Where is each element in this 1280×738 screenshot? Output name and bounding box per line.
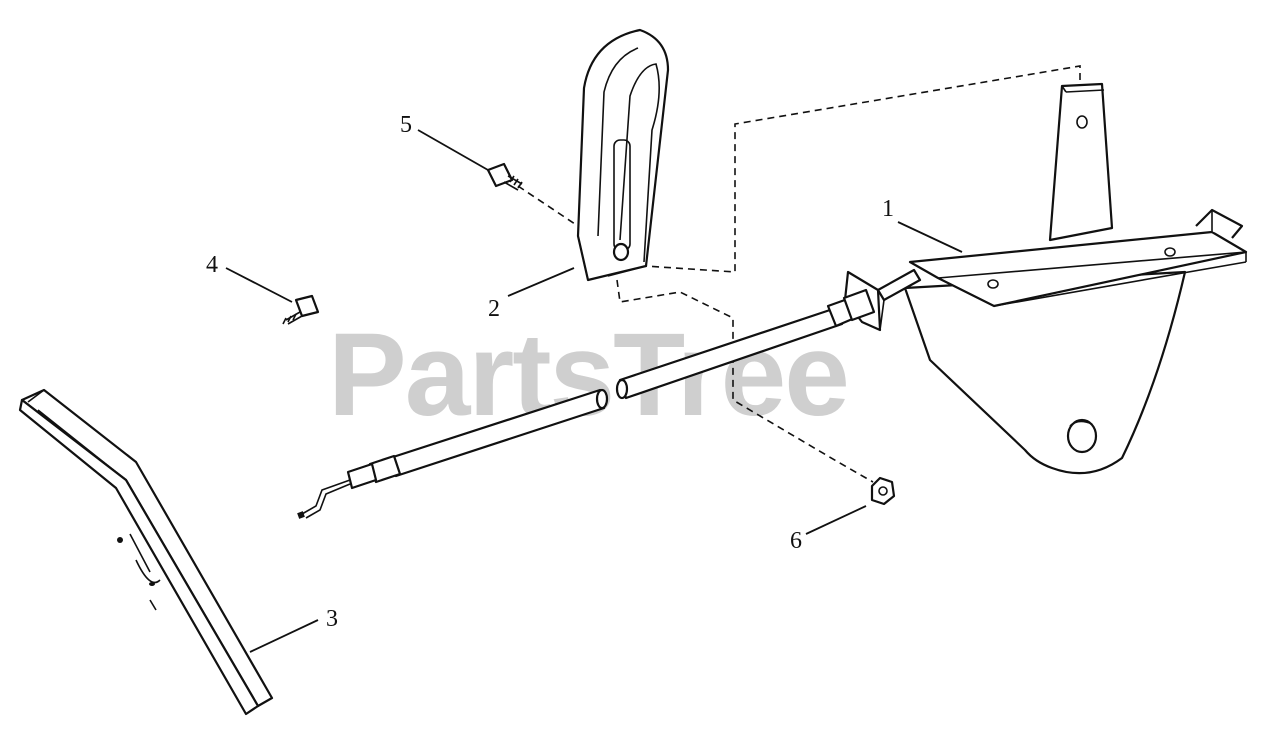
foot-plate-part [18, 388, 274, 716]
callout-5: 5 [400, 112, 412, 138]
callout-2: 2 [488, 296, 500, 322]
callout-6: 6 [790, 528, 802, 554]
handle-bracket-part [576, 28, 670, 282]
watermark-text: PartsTree [328, 309, 848, 441]
callout-3: 3 [326, 606, 338, 632]
assembly-dashed-lines [517, 65, 1081, 483]
callout-labels: 1 2 3 4 5 6 [206, 112, 894, 632]
nut-part-6 [870, 476, 896, 506]
screw-part-5 [486, 162, 523, 191]
control-cable [297, 288, 876, 519]
callout-1: 1 [882, 196, 894, 222]
bolt-part-4 [282, 294, 320, 325]
callout-4: 4 [206, 252, 218, 278]
callout-leaders [225, 129, 963, 653]
main-bracket-part [843, 82, 1248, 475]
watermark: PartsTree TM [328, 309, 952, 441]
